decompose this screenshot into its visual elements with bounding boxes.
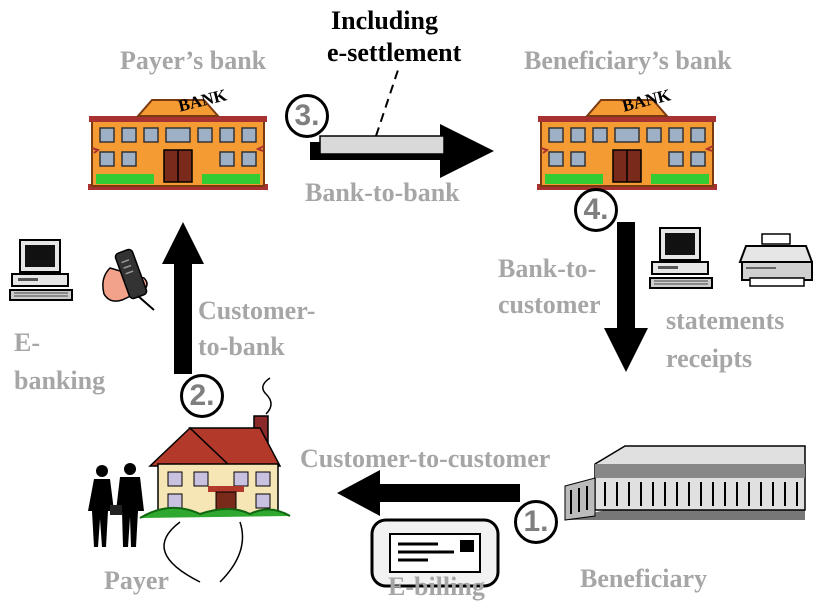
step-2-badge: 2. [180, 374, 224, 418]
step-4-badge: 4. [574, 188, 618, 232]
customer-to-customer-arrow [337, 470, 520, 516]
statements-label: statements [666, 306, 785, 335]
computer-icon [9, 239, 73, 301]
payer-label: Payer [104, 566, 169, 595]
bank-to-bank-label: Bank-to-bank [305, 178, 460, 207]
bank-to-customer-arrow [604, 222, 648, 372]
customer-to-customer-label: Customer-to-customer [300, 444, 551, 473]
people-icon [88, 463, 144, 547]
e-billing-label: E-billing [388, 572, 485, 601]
computer-icon [649, 227, 713, 289]
house-icon [139, 377, 291, 583]
including-label: Including [331, 6, 438, 35]
office-building-icon [564, 445, 806, 521]
phone-icon [102, 248, 155, 311]
printer-icon [738, 233, 813, 287]
bank-to-customer-label-line2: customer [498, 290, 601, 319]
e-settlement-label: e-settlement [327, 38, 462, 67]
customer-to-bank-label-line1: Customer- [198, 296, 316, 325]
bank-to-customer-label-line1: Bank-to- [498, 254, 597, 283]
e-banking-label-line1: E- [14, 328, 40, 357]
receipts-label: receipts [666, 344, 753, 373]
payers-bank-label: Payer’s bank [120, 46, 267, 75]
beneficiarys-bank-label: Beneficiary’s bank [524, 46, 732, 75]
e-banking-label-line2: banking [14, 366, 106, 395]
bank-to-bank-arrow [310, 69, 494, 178]
beneficiary-label: Beneficiary [580, 564, 708, 593]
step-3-badge: 3. [285, 94, 329, 138]
step-1-badge: 1. [514, 500, 558, 544]
bill-icon [370, 518, 500, 588]
customer-to-bank-label-line2: to-bank [198, 332, 285, 361]
customer-to-bank-arrow [162, 222, 204, 374]
payers-bank-icon [87, 99, 269, 191]
